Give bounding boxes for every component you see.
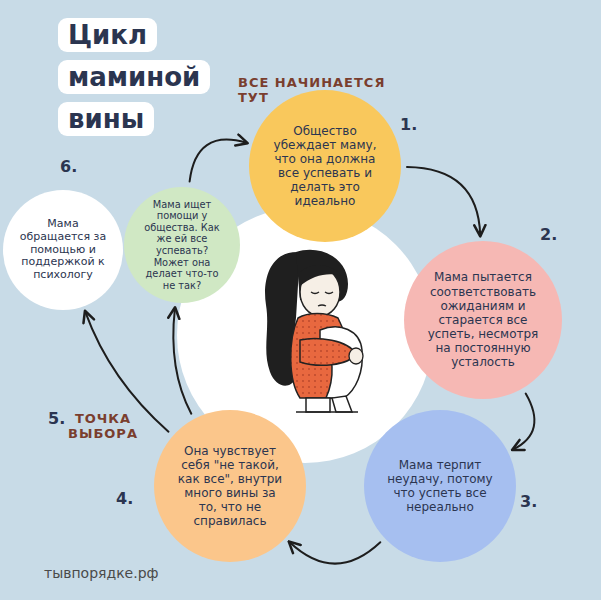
cycle-arrow — [513, 394, 534, 450]
stage-circle: Мама обращается за помощью и поддержкой … — [3, 190, 123, 310]
callout-number: 5. — [48, 410, 72, 428]
stage-circle: Мама ищет помощи у общества. Как же ей в… — [124, 187, 240, 303]
stage-circle: Мама терпит неудачу, потому что успеть в… — [364, 410, 516, 562]
stage-text: Она чувствует себя "не такой, как все", … — [174, 444, 286, 529]
stage-circle: Мама пытается соответствовать ожиданиям … — [404, 241, 562, 399]
cycle-arrow — [290, 542, 381, 563]
callout-number: 6. — [60, 158, 90, 176]
cycle-arrow — [190, 140, 247, 182]
stage-text: Общество убеждает маму, что она должна в… — [273, 124, 377, 209]
stage-text: Мама ищет помощи у общества. Как же ей в… — [139, 199, 225, 292]
callout-number: 4. — [116, 490, 146, 508]
watermark: тывпорядке.рф — [44, 565, 224, 581]
callout-number: 3. — [520, 493, 550, 511]
cycle-arrow — [173, 309, 191, 414]
callout-number: 1. — [400, 116, 430, 134]
title: Цикл маминой вины — [58, 18, 210, 136]
stage-text: Мама пытается соответствовать ожиданиям … — [427, 270, 539, 369]
callout-number: 2. — [540, 226, 570, 244]
stage-text: Мама терпит неудачу, потому что успеть в… — [387, 458, 493, 515]
note-label: ВСЕ НАЧИНАЕТСЯ ТУТ — [238, 76, 418, 106]
title-block: Цикл маминой вины — [58, 14, 208, 140]
stage-text: Мама обращается за помощью и поддержкой … — [19, 218, 107, 283]
stage-circle: Она чувствует себя "не такой, как все", … — [154, 410, 306, 562]
stage-circle: Общество убеждает маму, что она должна в… — [249, 90, 401, 242]
girl-figure — [265, 250, 363, 412]
cycle-arrow — [407, 167, 480, 235]
note-label: ТОЧКА ВЫБОРА — [66, 412, 140, 442]
